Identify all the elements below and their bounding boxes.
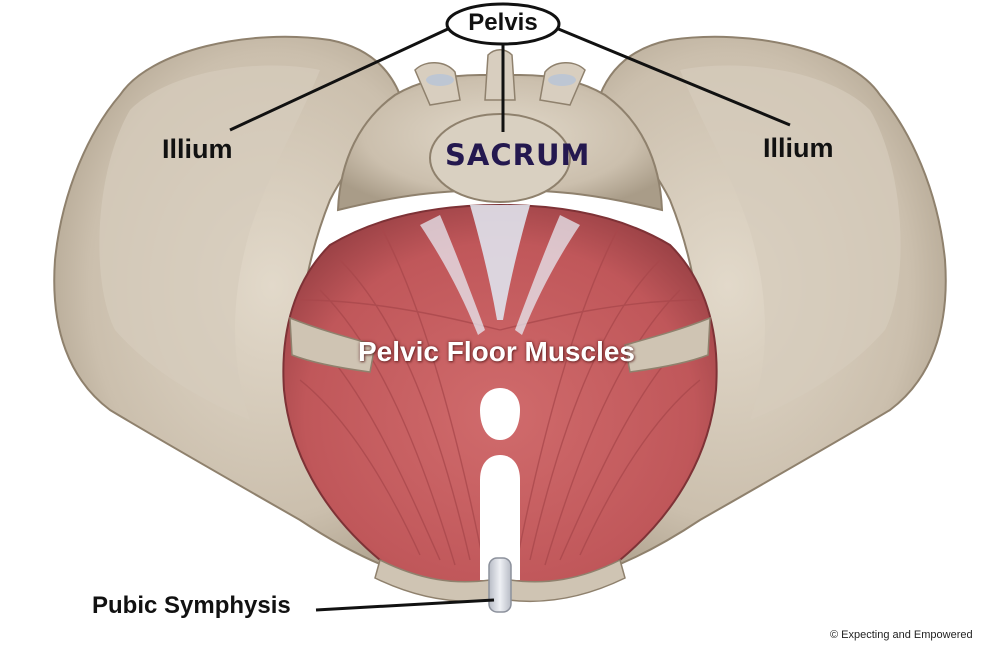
- leader-pelvis-to-ilium-left: [229, 26, 451, 132]
- leader-lines: [229, 26, 791, 612]
- leader-pelvis-to-ilium-right: [555, 26, 791, 127]
- central-tendon: [470, 205, 530, 320]
- pelvis-label: Pelvis: [468, 9, 538, 36]
- tendon-left: [420, 215, 485, 335]
- tendon-right: [515, 215, 580, 335]
- ilium-right-fossa: [680, 65, 901, 421]
- ilium-left-fossa: [99, 65, 320, 421]
- opening-upper: [480, 388, 520, 440]
- opening-lower: [480, 455, 520, 580]
- ischial-spine-right: [624, 316, 711, 373]
- sacrum-label: SACRUM: [445, 138, 591, 172]
- vertebra-facet-left: [426, 74, 454, 86]
- spinous-process: [484, 49, 516, 101]
- pelvic-floor-label: Pelvic Floor Muscles: [358, 336, 635, 367]
- copyright-notice: © Expecting and Empowered: [830, 629, 973, 641]
- vertebra-facet-right: [548, 74, 576, 86]
- pubic-symphysis-disc: [488, 557, 512, 613]
- ischial-spine-left: [289, 316, 376, 373]
- leader-pubic-symphysis: [315, 598, 495, 612]
- ilium-left-label: Illium: [162, 134, 233, 164]
- pelvis-label-oval: [445, 2, 561, 46]
- ilium-right-label: Illium: [763, 133, 834, 163]
- pubic-symphysis-label: Pubic Symphysis: [92, 592, 291, 619]
- sacral-promontory: [429, 113, 571, 203]
